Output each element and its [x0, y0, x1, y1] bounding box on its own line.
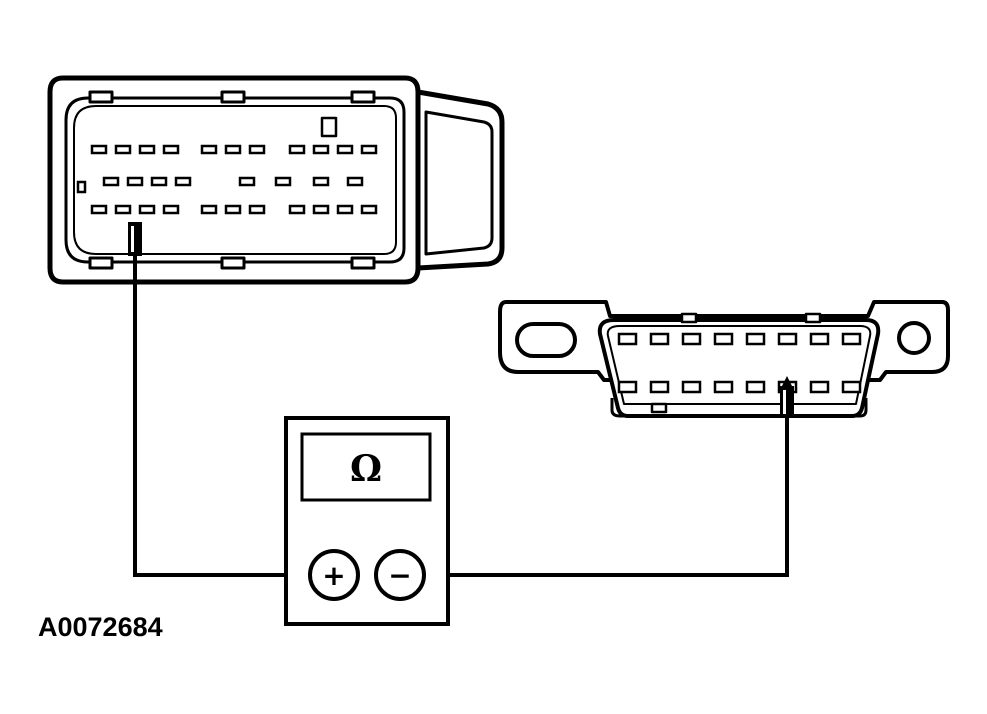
key-notch — [220, 256, 246, 270]
dlc-pin — [777, 332, 798, 346]
module-pin — [336, 204, 354, 215]
positive-terminal: + — [308, 549, 360, 601]
dlc-mounting-flange — [498, 300, 950, 382]
module-pin — [162, 144, 180, 155]
test-probes — [128, 222, 794, 418]
module-connector-latch-inner — [424, 110, 494, 256]
dlc-pin — [841, 380, 862, 394]
ohmmeter: Ω + − — [284, 416, 450, 626]
key-notch — [220, 90, 246, 104]
module-pin — [336, 144, 354, 155]
positive-lead-wire — [133, 256, 310, 577]
module-pin — [288, 144, 306, 155]
module-pin — [360, 144, 378, 155]
module-connector — [47, 75, 505, 285]
negative-terminal-label: − — [388, 559, 411, 592]
negative-lead-wire — [424, 410, 789, 577]
module-pin — [248, 204, 266, 215]
module-pin — [274, 176, 292, 187]
module-pin — [150, 176, 168, 187]
module-pin — [102, 176, 120, 187]
module-pin — [114, 144, 132, 155]
module-connector-pins — [76, 144, 378, 215]
key-notch — [350, 256, 376, 270]
module-pin — [224, 204, 242, 215]
module-pin — [90, 144, 108, 155]
module-pin — [200, 204, 218, 215]
module-connector-cavity — [64, 96, 406, 264]
module-pin — [138, 204, 156, 215]
module-connector-housing — [47, 75, 421, 285]
ohm-symbol: Ω — [350, 448, 382, 490]
dlc-pin — [745, 332, 766, 346]
module-pin — [174, 176, 192, 187]
polarization-key — [320, 116, 338, 138]
dlc-mounting-slot — [515, 322, 577, 358]
dlc-tab — [680, 312, 698, 324]
dlc-pin — [649, 380, 670, 394]
ohmmeter-display — [300, 432, 432, 502]
module-pin — [238, 176, 256, 187]
dlc-pin — [681, 332, 702, 346]
dlc-body — [597, 318, 881, 418]
negative-probe — [780, 376, 794, 418]
negative-terminal: − — [374, 549, 426, 601]
module-pin — [126, 176, 144, 187]
positive-probe — [128, 222, 142, 256]
dlc-pin — [681, 380, 702, 394]
dlc-pin — [617, 380, 638, 394]
dlc-body-inner — [606, 325, 872, 405]
module-pin — [312, 176, 330, 187]
module-pin — [312, 144, 330, 155]
module-pin — [114, 204, 132, 215]
module-connector-cavity-inner — [73, 105, 397, 255]
module-pin-key — [76, 180, 87, 194]
module-pin — [346, 176, 364, 187]
module-pin — [162, 204, 180, 215]
module-connector-latch — [417, 89, 505, 271]
key-notch — [88, 90, 114, 104]
dlc-mounting-hole — [897, 321, 931, 355]
key-notch — [350, 90, 376, 104]
dlc-pin — [745, 380, 766, 394]
dlc-pin — [809, 332, 830, 346]
module-pin — [224, 144, 242, 155]
dlc-tab — [650, 402, 668, 414]
key-notch — [88, 256, 114, 270]
dlc-lower-lip — [610, 398, 868, 418]
module-pin — [248, 144, 266, 155]
dlc-tab — [804, 312, 822, 324]
module-pin — [288, 204, 306, 215]
module-pin — [138, 144, 156, 155]
figure-id: A0072684 — [38, 612, 163, 642]
dlc-pin — [713, 332, 734, 346]
data-link-connector — [498, 300, 950, 418]
module-pin — [200, 144, 218, 155]
dlc-pin — [617, 332, 638, 346]
dlc-pin — [809, 380, 830, 394]
dlc-pin — [713, 380, 734, 394]
module-pin — [312, 204, 330, 215]
dlc-pin — [649, 332, 670, 346]
module-pin — [90, 204, 108, 215]
test-leads — [133, 256, 789, 577]
dlc-pin — [841, 332, 862, 346]
module-pin — [360, 204, 378, 215]
positive-terminal-label: + — [322, 559, 345, 592]
